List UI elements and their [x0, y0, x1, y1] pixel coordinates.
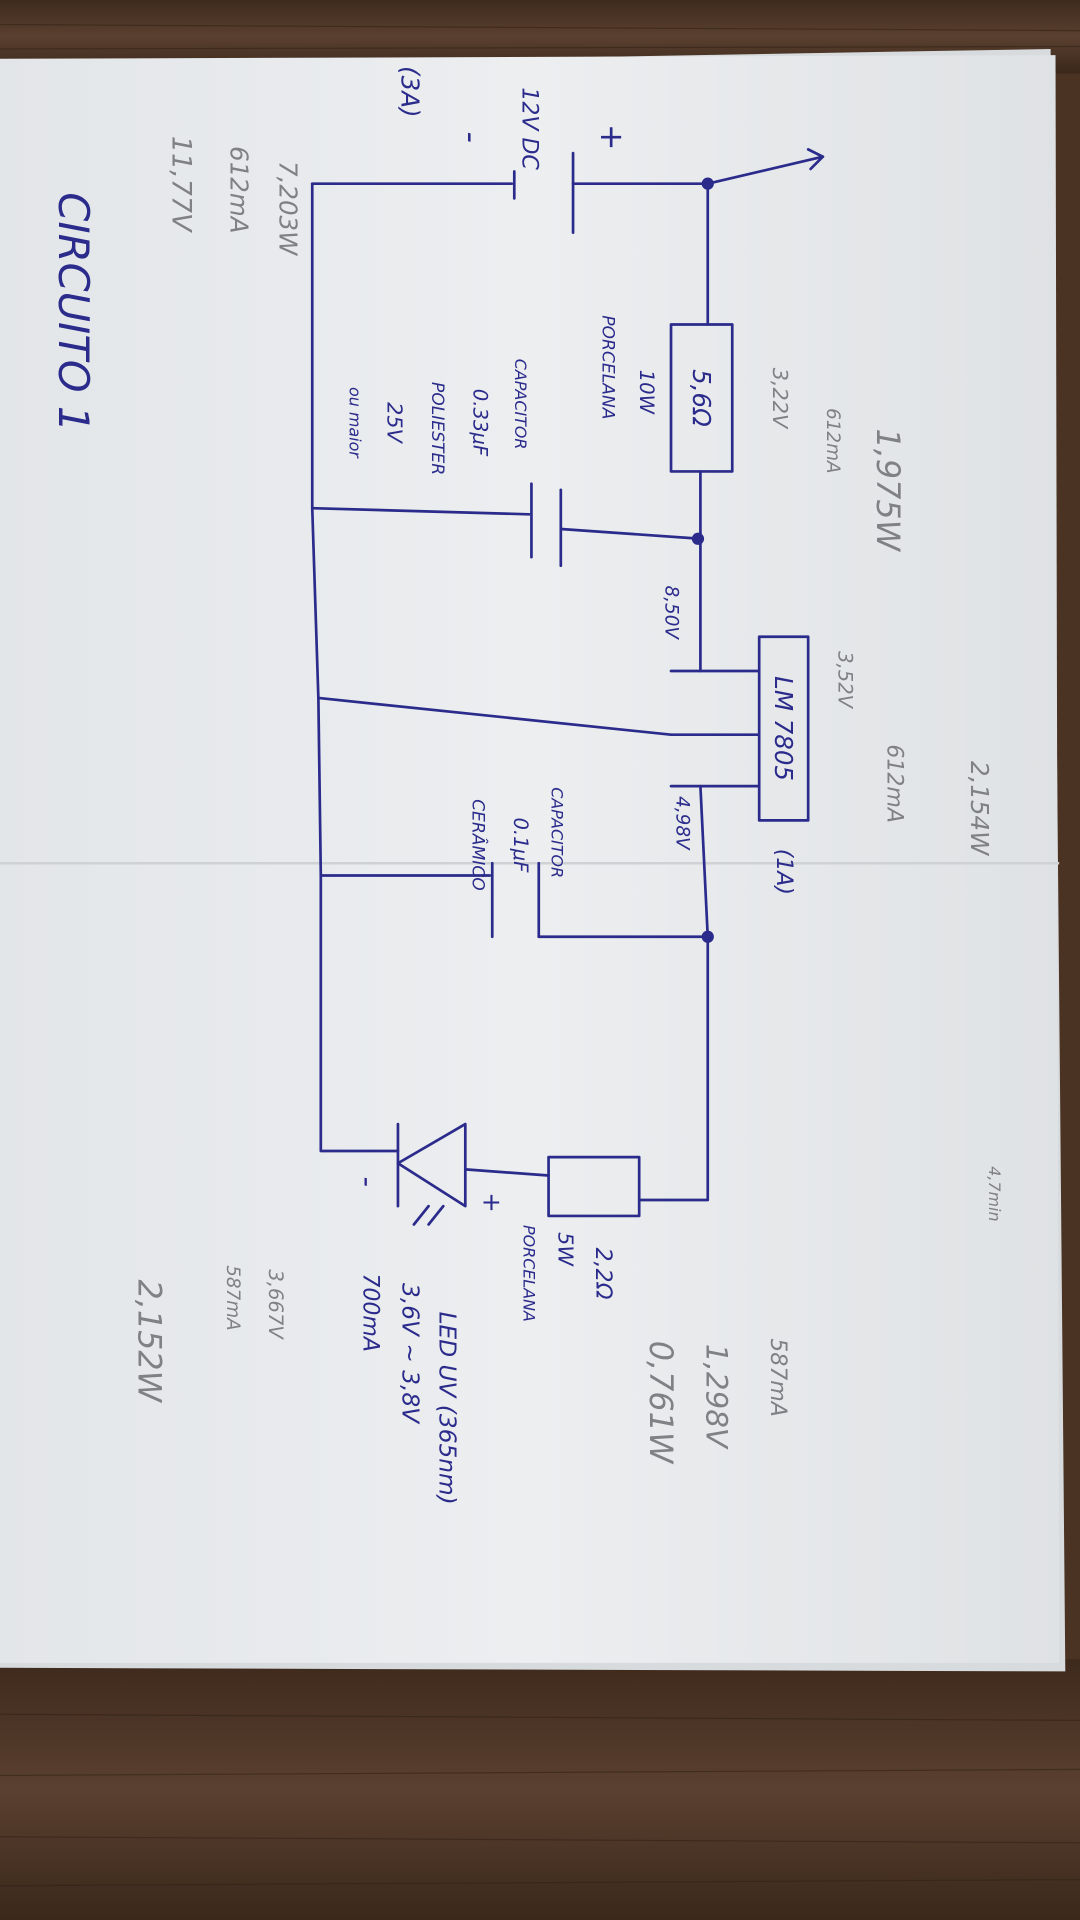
led-current: 700mA — [357, 1273, 382, 1352]
junction-node — [701, 177, 714, 190]
c1-note: ou maior — [346, 387, 365, 459]
c2-type: CERÂMICO — [468, 799, 490, 891]
circuit-wires — [310, 148, 825, 1226]
supply-current: (3A) — [396, 66, 425, 117]
supply-plus: + — [593, 124, 631, 151]
r2-measured-power: 0,761W — [642, 1341, 680, 1465]
led-measured-power: 2,152W — [130, 1280, 168, 1404]
c1-value: 0.33μF — [469, 389, 492, 457]
supply-minus: - — [452, 131, 490, 143]
regulator-label: LM 7805 — [769, 676, 798, 781]
regulator-measured-power: 2,154W — [965, 761, 994, 856]
regulator-measured-voltage: 3,52V — [833, 651, 856, 710]
supply-measured-voltage: 11,77V — [166, 136, 197, 233]
r1-measured-power: 1,975W — [869, 428, 907, 552]
r2-measured-current: 587mA — [765, 1338, 790, 1417]
c1-type: POLIESTER — [427, 382, 447, 475]
regulator-current: (1A) — [771, 849, 796, 895]
led-measured-voltage: 3,667V — [264, 1269, 287, 1340]
led-label: LED UV (365nm) — [433, 1312, 460, 1505]
wood-table-bottom — [0, 1659, 1080, 1920]
led-minus: - — [350, 1176, 384, 1187]
regulator-measured-current: 612mA — [881, 744, 906, 823]
c1-label: CAPACITOR — [511, 359, 530, 450]
supply-measured-power: 7,203W — [273, 161, 302, 256]
r1-type: PORCELANA — [597, 315, 617, 419]
regulator-vout: 4,98V — [672, 796, 693, 851]
junction-node — [701, 930, 714, 943]
r1-measured-voltage: 3,22V — [768, 368, 792, 430]
junction-node — [691, 532, 705, 545]
title-text: CIRCUITO 1 — [49, 192, 98, 432]
r2-measured-voltage: 1,298V — [699, 1344, 733, 1450]
r2-type: PORCELANA — [519, 1225, 538, 1322]
r2-power: 5W — [554, 1232, 578, 1267]
regulator-vin: 8,50V — [661, 586, 682, 641]
wood-grain — [0, 23, 1080, 1887]
c1-voltage: 25V — [382, 402, 406, 444]
paper-sheet — [0, 55, 1060, 1663]
c2-label: CAPACITOR — [548, 787, 567, 878]
supply-voltage: 12V DC — [516, 87, 541, 170]
r1-value: 5,6Ω — [687, 369, 716, 427]
r2-value: 2,2Ω — [590, 1248, 615, 1300]
led-plus: + — [478, 1192, 507, 1213]
supply-measured-current: 612mA — [224, 146, 253, 233]
led-measured-current: 587mA — [222, 1265, 243, 1331]
time-note: 4,7min — [985, 1166, 1004, 1221]
r1-power: 10W — [635, 370, 658, 415]
r1-measured-current: 612mA — [822, 408, 843, 473]
title: CIRCUITO 1 — [49, 192, 98, 432]
circuit-nodes — [691, 177, 714, 943]
led-voltage: 3,6V ~ 3,8V — [397, 1283, 424, 1425]
c2-value: 0.1μF — [509, 817, 532, 873]
